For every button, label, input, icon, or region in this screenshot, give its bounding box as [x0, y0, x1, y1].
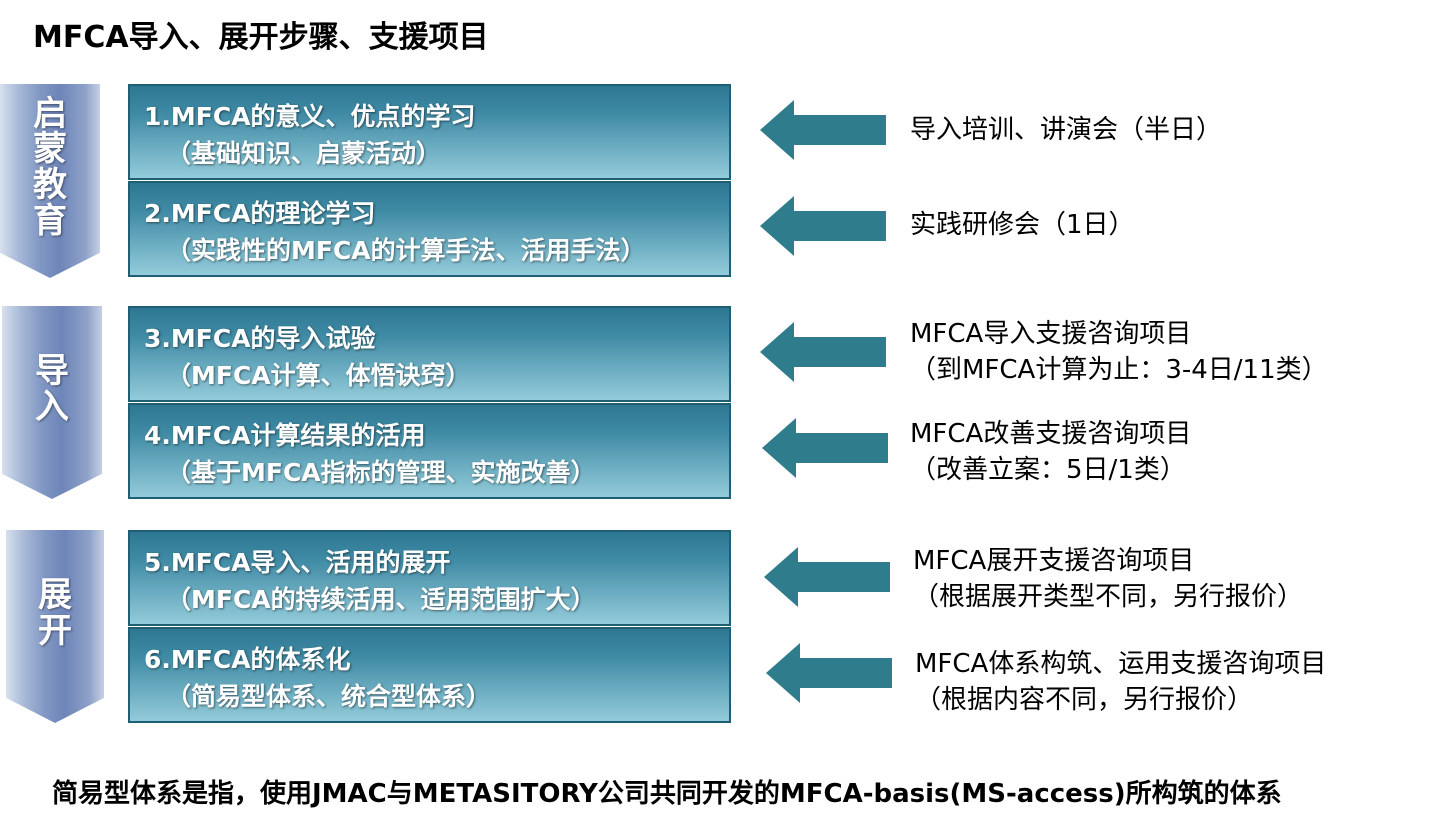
support-detail: （根据展开类型不同，另行报价） — [913, 582, 1304, 612]
arrow-left-icon — [766, 643, 892, 703]
arrow-left-icon — [760, 100, 886, 160]
support-title: MFCA改善支援咨询项目 — [910, 419, 1192, 449]
phase-char: 蒙 — [33, 129, 67, 170]
arrow-left-icon — [764, 547, 890, 607]
step-title: 6.MFCA的体系化 — [144, 645, 351, 674]
support-item-5: MFCA展开支援咨询项目 （根据展开类型不同，另行报价） — [913, 543, 1303, 615]
support-item-2: 实践研修会（1日） — [910, 207, 1135, 243]
support-title: 导入培训、讲演会（半日） — [910, 115, 1223, 145]
phase-char: 启 — [33, 93, 67, 134]
step-subtitle: （基础知识、启蒙活动） — [166, 139, 442, 168]
phase-char: 教 — [33, 165, 67, 205]
step-subtitle: （MFCA的持续活用、适用范围扩大） — [166, 585, 596, 614]
phase-char: 展 — [38, 574, 72, 615]
step-subtitle: （MFCA计算、体悟诀窍） — [166, 361, 471, 390]
step-box-6: 6.MFCA的体系化 （简易型体系、统合型体系） — [128, 627, 731, 723]
support-item-1: 导入培训、讲演会（半日） — [910, 112, 1222, 148]
support-title: 实践研修会（1日） — [910, 210, 1135, 240]
phase-char: 导 — [35, 350, 69, 391]
phase-chevron-enlightenment: 启 蒙 教 育 — [0, 84, 100, 278]
step-box-1: 1.MFCA的意义、优点的学习 （基础知识、启蒙活动） — [128, 84, 731, 180]
step-subtitle: （简易型体系、统合型体系） — [166, 682, 492, 711]
step-title: 2.MFCA的理论学习 — [144, 199, 376, 228]
arrow-left-icon — [760, 322, 886, 382]
phase-char: 育 — [33, 200, 67, 241]
step-box-5: 5.MFCA导入、活用的展开 （MFCA的持续活用、适用范围扩大） — [128, 530, 731, 626]
phase-chevron-deployment: 展 开 — [6, 530, 104, 723]
support-item-4: MFCA改善支援咨询项目 （改善立案：5日/1类） — [910, 416, 1191, 488]
phase-char: 入 — [35, 386, 69, 427]
support-title: MFCA体系构筑、运用支援咨询项目 — [915, 649, 1327, 679]
support-title: MFCA展开支援咨询项目 — [913, 546, 1195, 576]
support-item-3: MFCA导入支援咨询项目 （到MFCA计算为止：3-4日/11类） — [910, 316, 1328, 388]
step-box-3: 3.MFCA的导入试验 （MFCA计算、体悟诀窍） — [128, 306, 731, 402]
support-detail: （改善立案：5日/1类） — [910, 455, 1186, 485]
phase-chevron-introduction: 导 入 — [2, 306, 102, 499]
step-title: 3.MFCA的导入试验 — [144, 324, 376, 353]
step-box-2: 2.MFCA的理论学习 （实践性的MFCA的计算手法、活用手法） — [128, 181, 731, 277]
support-item-6: MFCA体系构筑、运用支援咨询项目 （根据内容不同，另行报价） — [915, 646, 1326, 718]
step-box-4: 4.MFCA计算结果的活用 （基于MFCA指标的管理、实施改善） — [128, 403, 731, 499]
support-detail: （根据内容不同，另行报价） — [915, 685, 1254, 715]
step-title: 5.MFCA导入、活用的展开 — [144, 548, 451, 577]
step-title: 1.MFCA的意义、优点的学习 — [144, 102, 476, 131]
step-subtitle: （实践性的MFCA的计算手法、活用手法） — [166, 236, 646, 265]
arrow-left-icon — [762, 418, 888, 478]
step-subtitle: （基于MFCA指标的管理、实施改善） — [166, 458, 596, 487]
page-title: MFCA导入、展开步骤、支援项目 — [33, 20, 489, 55]
phase-char: 开 — [38, 610, 72, 651]
support-detail: （到MFCA计算为止：3-4日/11类） — [910, 355, 1328, 385]
step-title: 4.MFCA计算结果的活用 — [144, 421, 426, 450]
arrow-left-icon — [760, 196, 886, 256]
support-title: MFCA导入支援咨询项目 — [910, 319, 1192, 349]
footer-note: 简易型体系是指，使用JMAC与METASITORY公司共同开发的MFCA-bas… — [52, 779, 1282, 809]
